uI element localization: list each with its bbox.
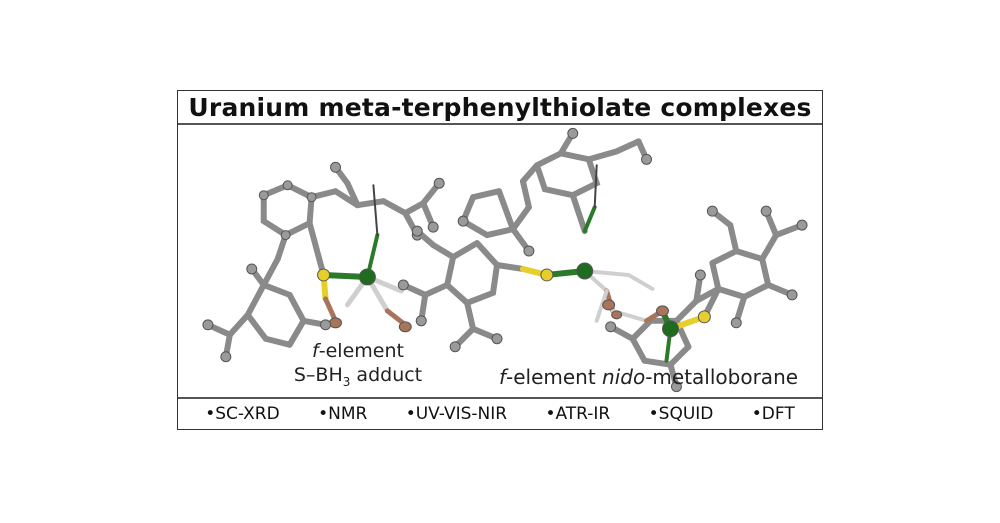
abstract-title: Uranium meta-terphenylthiolate complexes [178,91,822,125]
right-molecule-nido-metalloborane [397,127,808,393]
characterization-techniques-bar: •SC-XRD •NMR •UV-VIS-NIR •ATR-IR •SQUID … [178,397,822,429]
molecular-structures [202,127,808,393]
technique-uv-vis-nir: •UV-VIS-NIR [405,404,508,424]
left-molecule-s-bh3-adduct [202,161,445,363]
technique-nmr: •NMR [318,404,368,424]
caption-nido-metalloborane: f-element nido-metalloborane [498,365,799,389]
graphical-abstract-frame: Uranium meta-terphenylthiolate complexes [177,90,823,430]
technique-dft: •DFT [751,404,795,424]
technique-squid: •SQUID [648,404,714,424]
caption-s-bh3-adduct: f-element S–BH3 adduct [293,340,423,389]
technique-atr-ir: •ATR-IR [545,404,611,424]
technique-sc-xrd: •SC-XRD [205,404,280,424]
